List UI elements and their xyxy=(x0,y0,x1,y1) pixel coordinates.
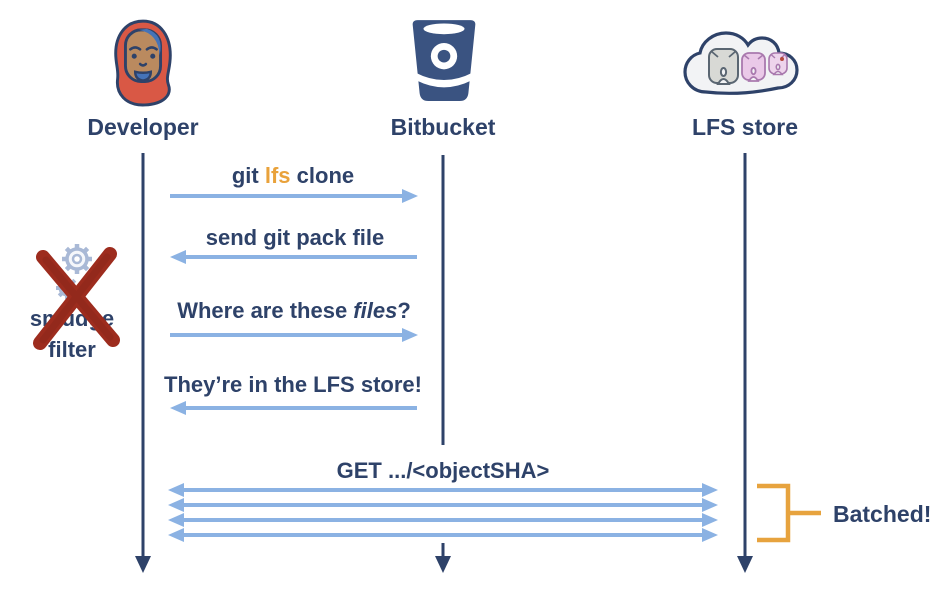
arrow-theyre-in-lfs-store xyxy=(170,401,417,415)
label-part: git xyxy=(231,163,265,188)
message-arrows xyxy=(168,189,718,542)
label-part: They’re in the LFS store! xyxy=(164,372,422,397)
message-label-get-objectsha: GET .../<objectSHA> xyxy=(337,458,550,484)
arrow-git-lfs-clone xyxy=(170,189,418,203)
label-part: GET .../<objectSHA> xyxy=(336,458,550,483)
batched-note: Batched! xyxy=(833,501,932,527)
bucket-opening xyxy=(423,23,465,35)
label-part-highlight: lfs xyxy=(264,163,291,188)
elephant-small xyxy=(768,52,788,76)
elephant-medium xyxy=(741,52,766,82)
developer-avatar-icon xyxy=(114,19,172,107)
bucket-ring-inner xyxy=(437,49,451,63)
label-part: ? xyxy=(397,298,411,323)
developer-lifeline xyxy=(135,153,151,573)
message-label-send-git-pack-file: send git pack file xyxy=(206,225,385,251)
arrow-send-git-pack-file xyxy=(170,250,417,264)
lfs-store-cloud-icon xyxy=(683,31,799,95)
bucket-gap xyxy=(415,72,473,88)
left-eye xyxy=(131,53,137,59)
bitbucket-lifeline xyxy=(435,155,451,573)
actor-label-lfs-store: LFS store xyxy=(691,114,799,140)
face-features xyxy=(129,46,158,67)
mouth-shape xyxy=(133,70,153,82)
actor-label-developer: Developer xyxy=(87,114,199,140)
developer-lifeline-arrowhead xyxy=(135,556,151,573)
bitbucket-lifeline-arrowhead xyxy=(435,556,451,573)
smudge-filter-line2: filter xyxy=(48,337,96,362)
label-part-italic: files xyxy=(353,298,398,323)
arrow-get-objectsha-batch xyxy=(168,483,718,542)
bitbucket-bucket-icon xyxy=(412,20,476,102)
message-label-theyre-in-lfs-store: They’re in the LFS store! xyxy=(164,372,422,398)
lfs-store-lifeline xyxy=(737,153,753,573)
red-x-brush-icon xyxy=(33,247,120,350)
label-part: clone xyxy=(290,163,355,188)
right-eye xyxy=(150,53,156,59)
elephant-large xyxy=(708,48,739,85)
arrow-where-are-these-files xyxy=(170,328,418,342)
lfs-store-lifeline-arrowhead xyxy=(737,556,753,573)
label-part: Where are these xyxy=(177,298,354,323)
label-part: send git pack file xyxy=(205,225,385,250)
message-label-git-lfs-clone: git lfs clone xyxy=(232,163,354,189)
actor-label-bitbucket: Bitbucket xyxy=(390,114,496,140)
orange-bracket-icon xyxy=(757,483,821,543)
message-label-where-are-these-files: Where are these files? xyxy=(177,298,411,324)
hair-shape xyxy=(139,28,161,56)
